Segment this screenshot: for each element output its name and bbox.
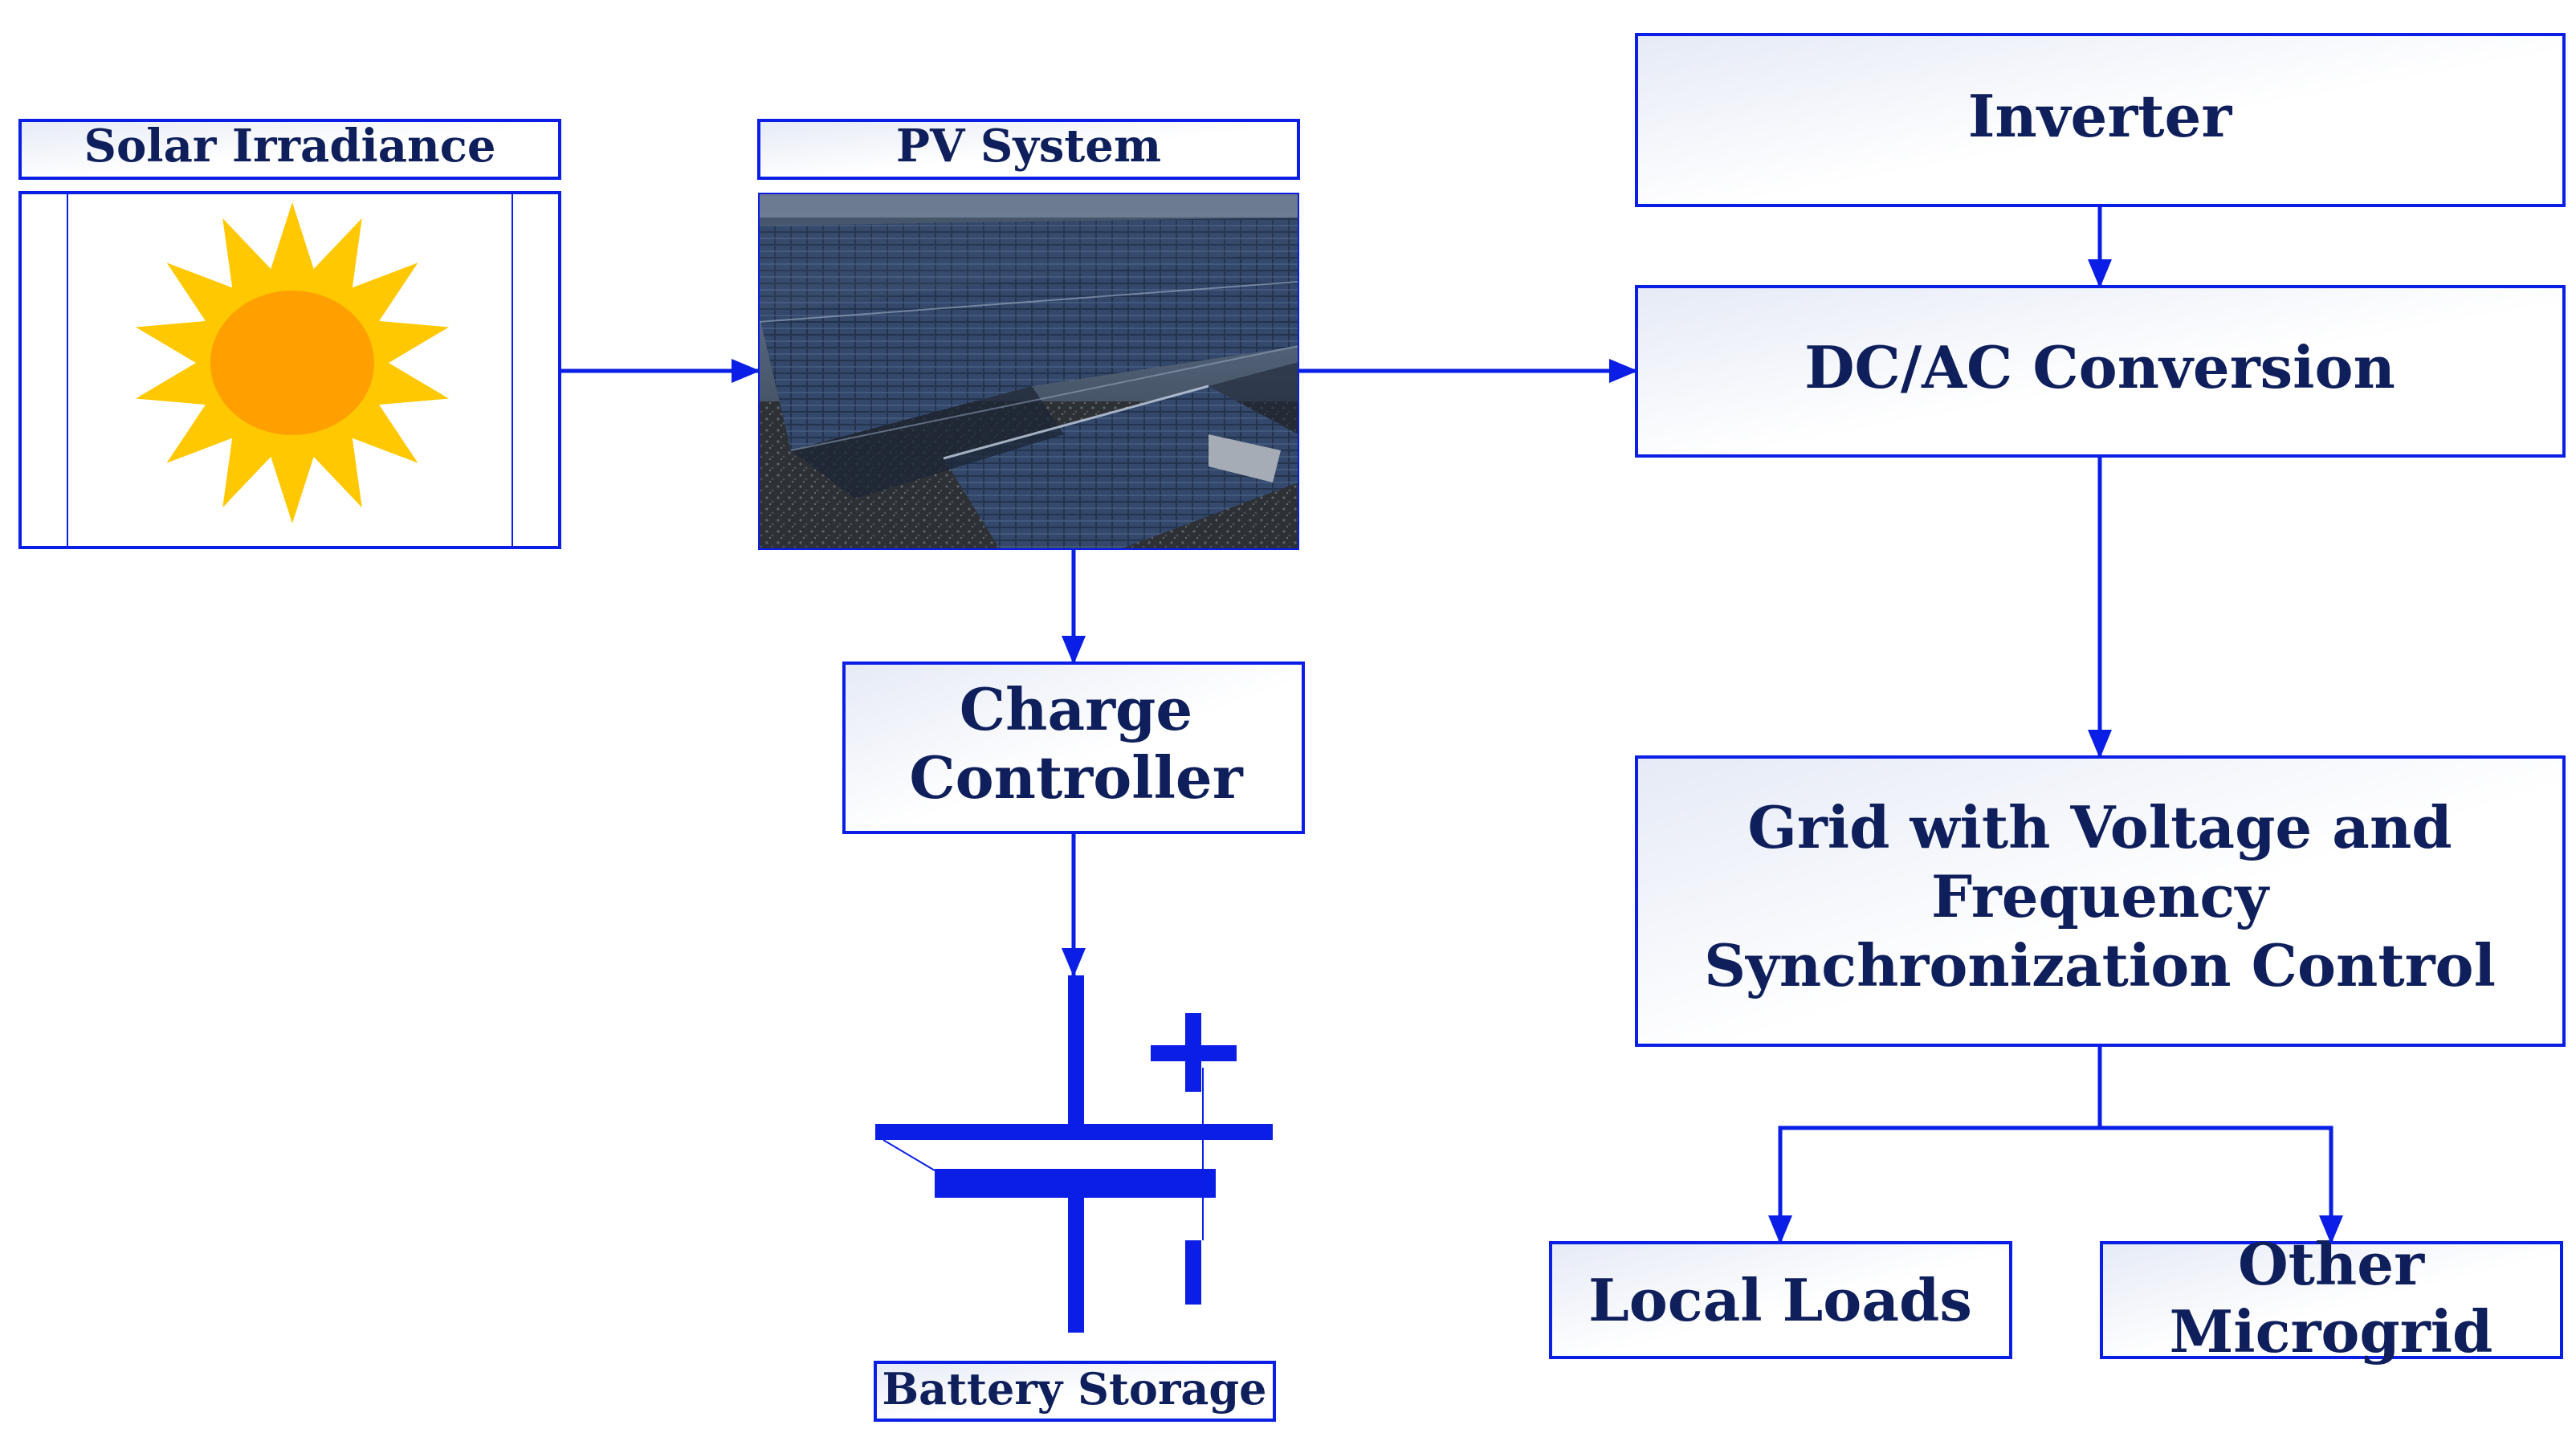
dc-ac-conversion-box	[1635, 285, 2566, 458]
battery-storage-label-box	[874, 1361, 1276, 1422]
other-microgrid-label-line2: Microgrid	[2170, 1297, 2493, 1366]
inverter-box	[1635, 33, 2566, 207]
inverter-node: Inverter	[1635, 33, 2566, 207]
battery-storage-node: Battery Storage	[874, 1361, 1276, 1422]
arrow-grid-to-other-microgrid	[2100, 1126, 2343, 1244]
grid-control-box	[1635, 755, 2566, 1047]
solar-irradiance-node: Solar Irradiance	[18, 119, 561, 549]
charge-controller-label-line1: Charge	[960, 675, 1192, 743]
grid-control-label-line2: Frequency	[1931, 862, 2270, 930]
pv-system-label-box	[757, 119, 1300, 180]
charge-controller-label-line2: Controller	[909, 743, 1243, 812]
inverter-label: Inverter	[1968, 82, 2233, 150]
solar-irradiance-label-box	[18, 119, 561, 180]
other-microgrid-node: Other Microgrid	[2100, 1230, 2563, 1366]
solar-irradiance-label: Solar Irradiance	[84, 120, 496, 173]
local-loads-box	[1549, 1241, 2012, 1359]
pv-system-label: PV System	[896, 120, 1161, 173]
sun-icon	[136, 202, 449, 523]
local-loads-label: Local Loads	[1588, 1266, 1972, 1334]
charge-controller-node: Charge Controller	[842, 661, 1305, 834]
grid-control-label-line1: Grid with Voltage and	[1747, 793, 2452, 861]
minus-sign-icon	[1185, 1240, 1201, 1305]
pv-system-node: PV System	[757, 119, 1300, 550]
battery-storage-label: Battery Storage	[882, 1363, 1266, 1415]
dc-ac-conversion-label: DC/AC Conversion	[1804, 333, 2395, 401]
connectors	[560, 206, 2343, 1244]
battery-symbol-icon	[875, 975, 1273, 1333]
local-loads-node: Local Loads	[1549, 1241, 2012, 1359]
plus-sign-icon	[1151, 1013, 1237, 1092]
dc-ac-conversion-node: DC/AC Conversion	[1635, 285, 2566, 458]
grid-control-node: Grid with Voltage and Frequency Synchron…	[1635, 755, 2566, 1047]
solar-panels-photo	[758, 193, 1299, 550]
arrow-grid-to-local-loads	[1768, 1045, 2102, 1244]
charge-controller-box	[842, 661, 1305, 834]
grid-control-label-line3: Synchronization Control	[1704, 931, 2496, 999]
